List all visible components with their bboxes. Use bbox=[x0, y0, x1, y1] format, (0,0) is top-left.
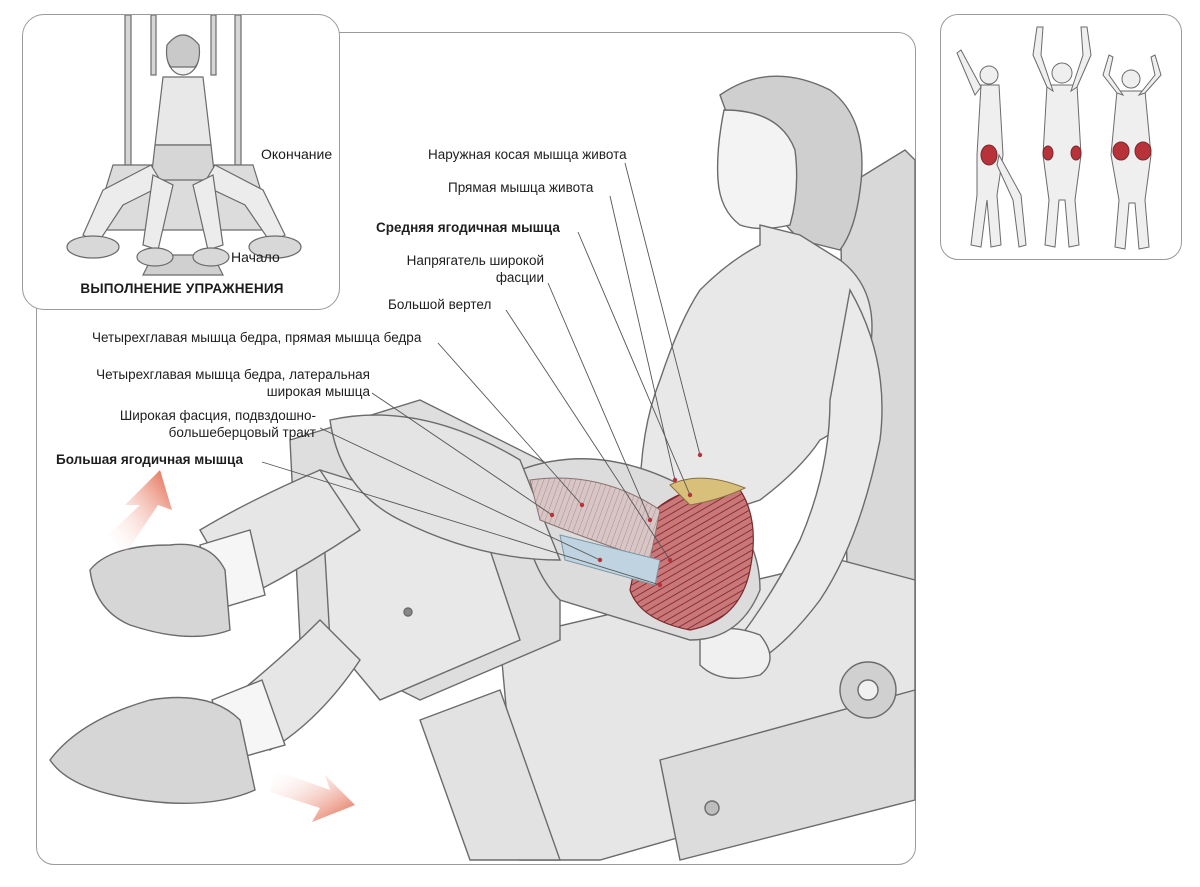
inset-title: ВЫПОЛНЕНИЕ УПРАЖНЕНИЯ bbox=[80, 281, 284, 296]
label-iliotibial-band: Широкая фасция, подвздошно- большеберцов… bbox=[60, 407, 316, 441]
label-it-line1: Широкая фасция, подвздошно- bbox=[119, 408, 316, 423]
label-tfl-line1: Напрягатель широкой bbox=[406, 253, 544, 268]
label-vastus-line2: широкая мышца bbox=[266, 384, 370, 399]
thigh-muscles-highlight bbox=[529, 477, 661, 561]
exercise-execution-inset: Окончание Начало ВЫПОЛНЕНИЕ УПРАЖНЕНИЯ bbox=[22, 14, 340, 310]
label-greater-trochanter: Большой вертел bbox=[388, 297, 492, 312]
anatomy-figure-front bbox=[1032, 26, 1092, 248]
inset-figure bbox=[66, 15, 302, 276]
anatomy-thumbnails bbox=[956, 26, 1162, 250]
label-vastus-line1: Четырехглавая мышца бедра, латеральная bbox=[96, 367, 370, 382]
forward-arrow-icon bbox=[270, 770, 355, 822]
highlighted-muscles bbox=[529, 477, 754, 631]
direction-arrows bbox=[108, 470, 355, 822]
up-arrow-icon bbox=[108, 470, 172, 553]
inset-start-label: Начало bbox=[231, 249, 280, 265]
label-gluteus-maximus: Большая ягодичная мышца bbox=[56, 452, 244, 467]
label-tensor-fasciae-latae: Напрягатель широкой фасции bbox=[388, 252, 544, 286]
leader-dots bbox=[549, 452, 703, 588]
anatomy-figure-side bbox=[956, 49, 1027, 248]
label-rectus-femoris: Четырехглавая мышца бедра, прямая мышца … bbox=[92, 330, 422, 345]
it-band-highlight bbox=[559, 534, 661, 586]
anatomy-thumbnail-panel bbox=[940, 14, 1182, 260]
label-it-line2: большеберцовый тракт bbox=[168, 425, 316, 440]
inset-end-label: Окончание bbox=[261, 146, 333, 162]
label-vastus-lateralis: Четырехглавая мышца бедра, латеральная ш… bbox=[70, 366, 370, 400]
label-external-oblique: Наружная косая мышца живота bbox=[428, 147, 627, 162]
leader-lines bbox=[261, 162, 701, 586]
label-tfl-line2: фасции bbox=[495, 270, 544, 285]
gluteus-medius-highlight bbox=[669, 477, 747, 506]
label-gluteus-medius: Средняя ягодичная мышца bbox=[376, 220, 560, 235]
anatomy-figure-back bbox=[1102, 54, 1162, 250]
label-rectus-abdominis: Прямая мышца живота bbox=[448, 180, 594, 195]
